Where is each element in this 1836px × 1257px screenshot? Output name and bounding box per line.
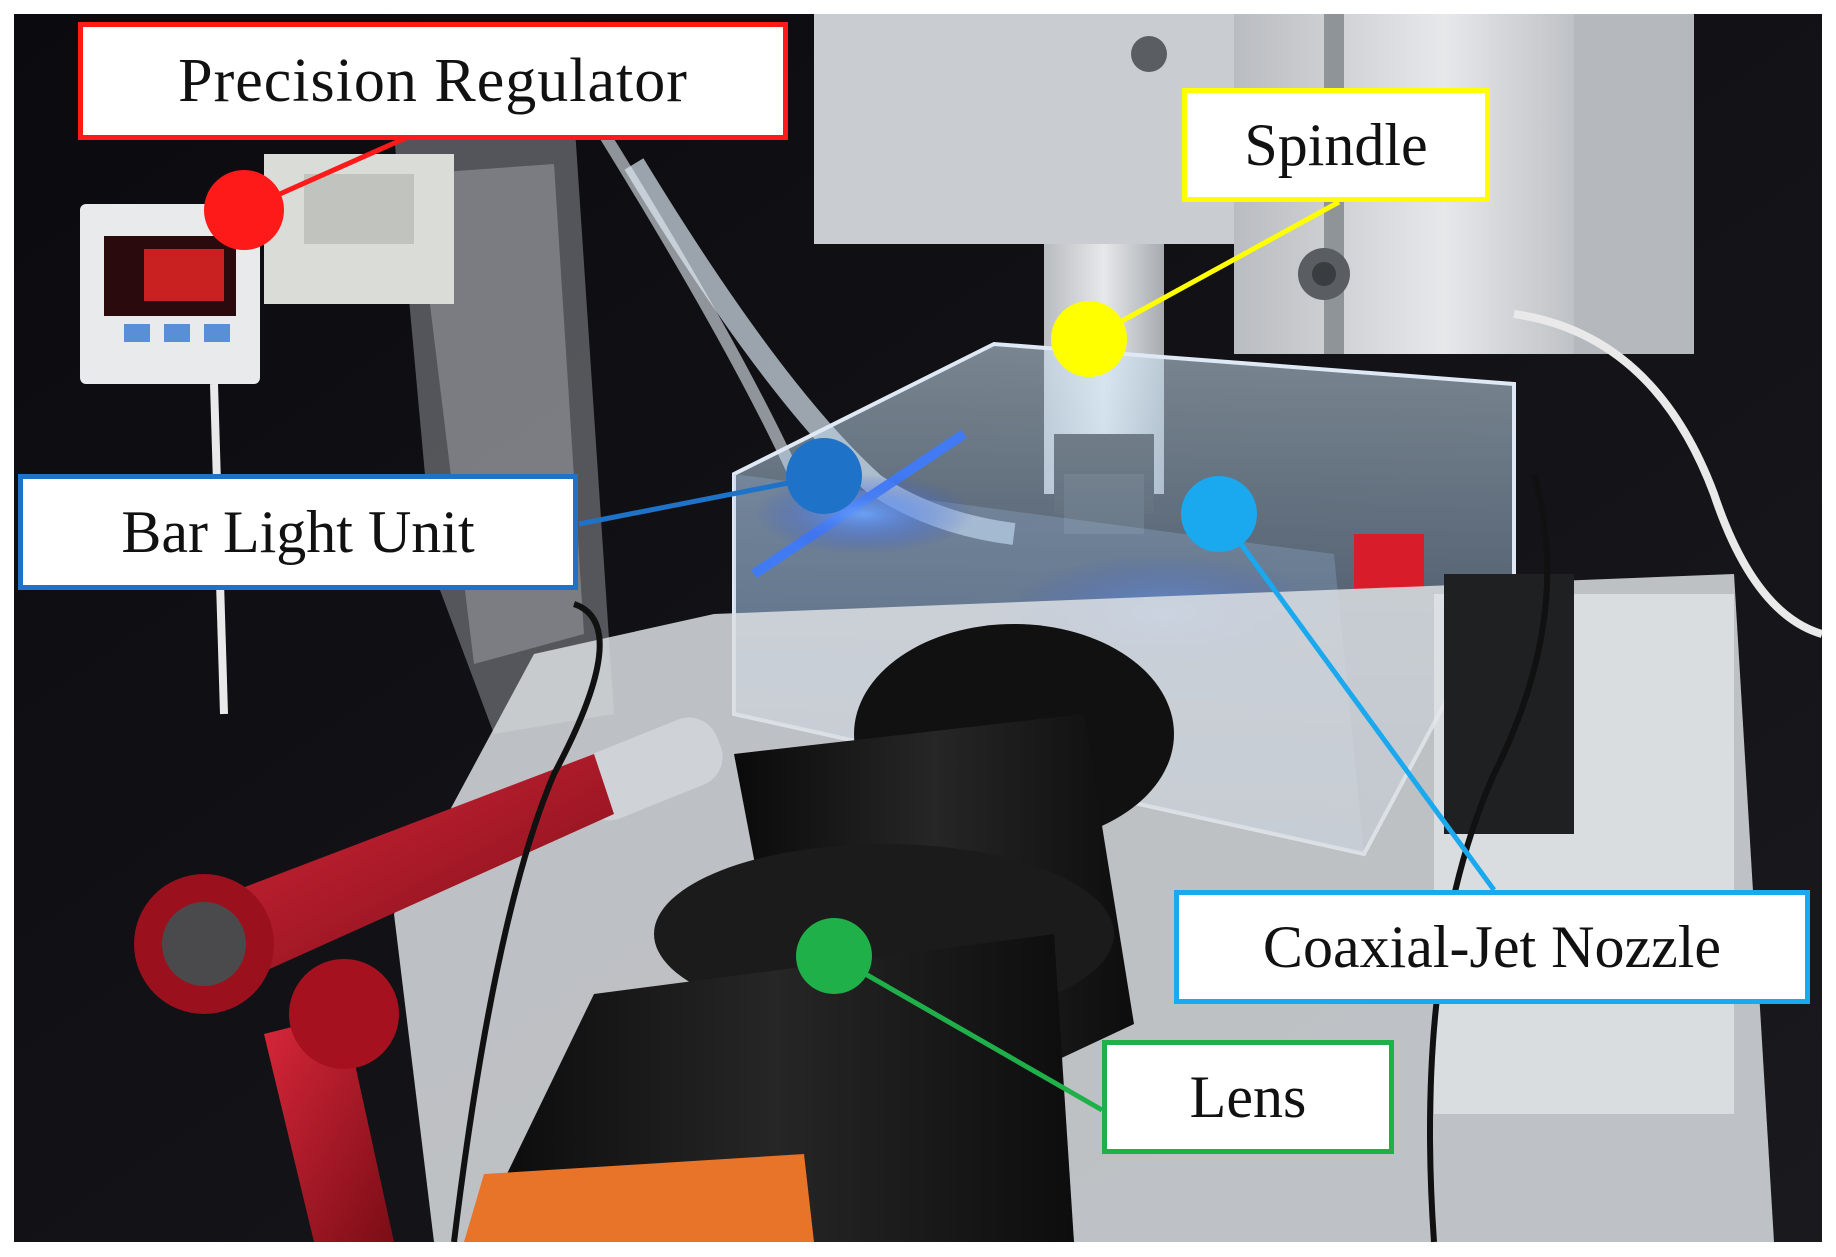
- bar-light-unit-label: Bar Light Unit: [18, 474, 578, 590]
- lens-marker: [796, 918, 872, 994]
- coaxial-jet-nozzle-label: Coaxial-Jet Nozzle: [1174, 890, 1810, 1004]
- precision-regulator-marker: [204, 170, 284, 250]
- spindle-label: Spindle: [1182, 88, 1490, 202]
- spindle-marker: [1051, 301, 1127, 377]
- precision-regulator-label: Precision Regulator: [78, 22, 788, 140]
- bar-light-unit-marker: [786, 438, 862, 514]
- lens-label: Lens: [1102, 1040, 1394, 1154]
- coaxial-jet-nozzle-marker: [1181, 476, 1257, 552]
- apparatus-photo: [14, 14, 1822, 1242]
